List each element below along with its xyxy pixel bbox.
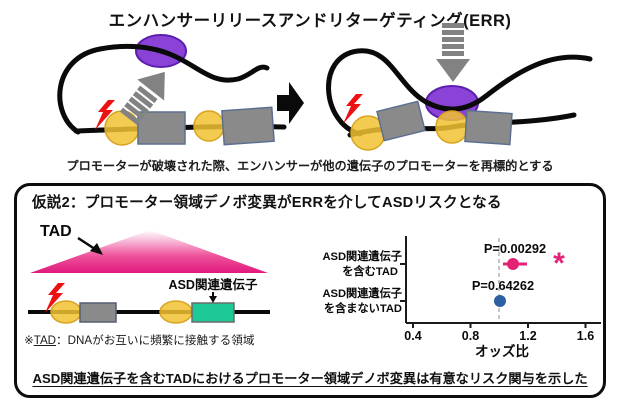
promoter-circle [193, 110, 225, 142]
gene-box [464, 109, 513, 146]
err-after-panel [326, 23, 593, 151]
promoter-ellipse [159, 300, 193, 324]
gene-box [79, 302, 117, 323]
retarget-arrow-down-icon [436, 23, 470, 82]
odds-ratio-forest-plot: 0.4 0.8 1.2 1.6 オッズ比 ASD関連遺伝子 を含むTAD P=0… [322, 236, 601, 359]
asd-gene-box [191, 302, 235, 323]
tad-label: TAD [40, 223, 72, 240]
row1-label-line1: ASD関連遺伝子 [322, 249, 402, 263]
conclusion-text: ASD関連遺伝子を含むTADにおけるプロモーター領域デノボ変異は有意なリスク関与… [32, 371, 588, 386]
lightning-bolt-icon [45, 283, 65, 313]
tad-note: ※TAD：DNAがお互いに頻繁に接触する領域 [24, 332, 254, 348]
row1-label-line2: を含むTAD [342, 264, 398, 278]
row2-label-line2: を含まないTAD [324, 301, 402, 315]
tad-pointer-arrowhead [90, 243, 103, 255]
transition-arrow-icon [277, 82, 304, 124]
promoter-circle [104, 110, 140, 146]
asd-gene-arrowhead [209, 296, 217, 303]
row2-odds-point [494, 295, 506, 307]
note-text: ：DNAがお互いに頻繁に接触する領域 [56, 334, 255, 347]
err-before-panel [57, 34, 287, 146]
dna-loop-line [326, 48, 593, 137]
row2-p-value: P=0.64262 [472, 278, 534, 293]
note-mark: ※ [24, 334, 34, 347]
x-tick-label: 1.6 [577, 329, 594, 343]
gene-box [376, 100, 426, 142]
significance-asterisk: * [553, 247, 565, 280]
x-tick-label: 0.4 [404, 329, 421, 343]
gene-box [137, 111, 186, 145]
x-axis-label: オッズ比 [475, 343, 529, 359]
row1-p-value: P=0.00292 [484, 241, 546, 256]
tad-diagram: TAD ASD関連遺伝子 [28, 223, 270, 324]
figure-title: エンハンサーリリースアンドリターゲティング(ERR) [108, 12, 512, 30]
err-diagram [57, 23, 593, 151]
asd-gene-label: ASD関連遺伝子 [169, 277, 258, 292]
promoter-circle [435, 110, 469, 144]
tad-triangle [30, 230, 268, 273]
gene-box [221, 106, 275, 146]
err-caption: プロモーターが破壊された際、エンハンサーが他の遺伝子のプロモーターを再標的とする [66, 159, 554, 173]
x-tick-label: 0.8 [462, 329, 479, 343]
promoter-ellipse [50, 300, 82, 324]
row2-label-line1: ASD関連遺伝子 [322, 286, 402, 300]
row1-odds-point [507, 258, 519, 270]
dna-loop-line [57, 44, 270, 135]
hypothesis-heading: 仮説2：プロモーター領域デノボ変異がERRを介してASDリスクとなる [32, 195, 502, 211]
note-term: TAD [33, 334, 57, 347]
x-tick-label: 1.2 [519, 329, 536, 343]
hypothesis-box [14, 183, 606, 398]
